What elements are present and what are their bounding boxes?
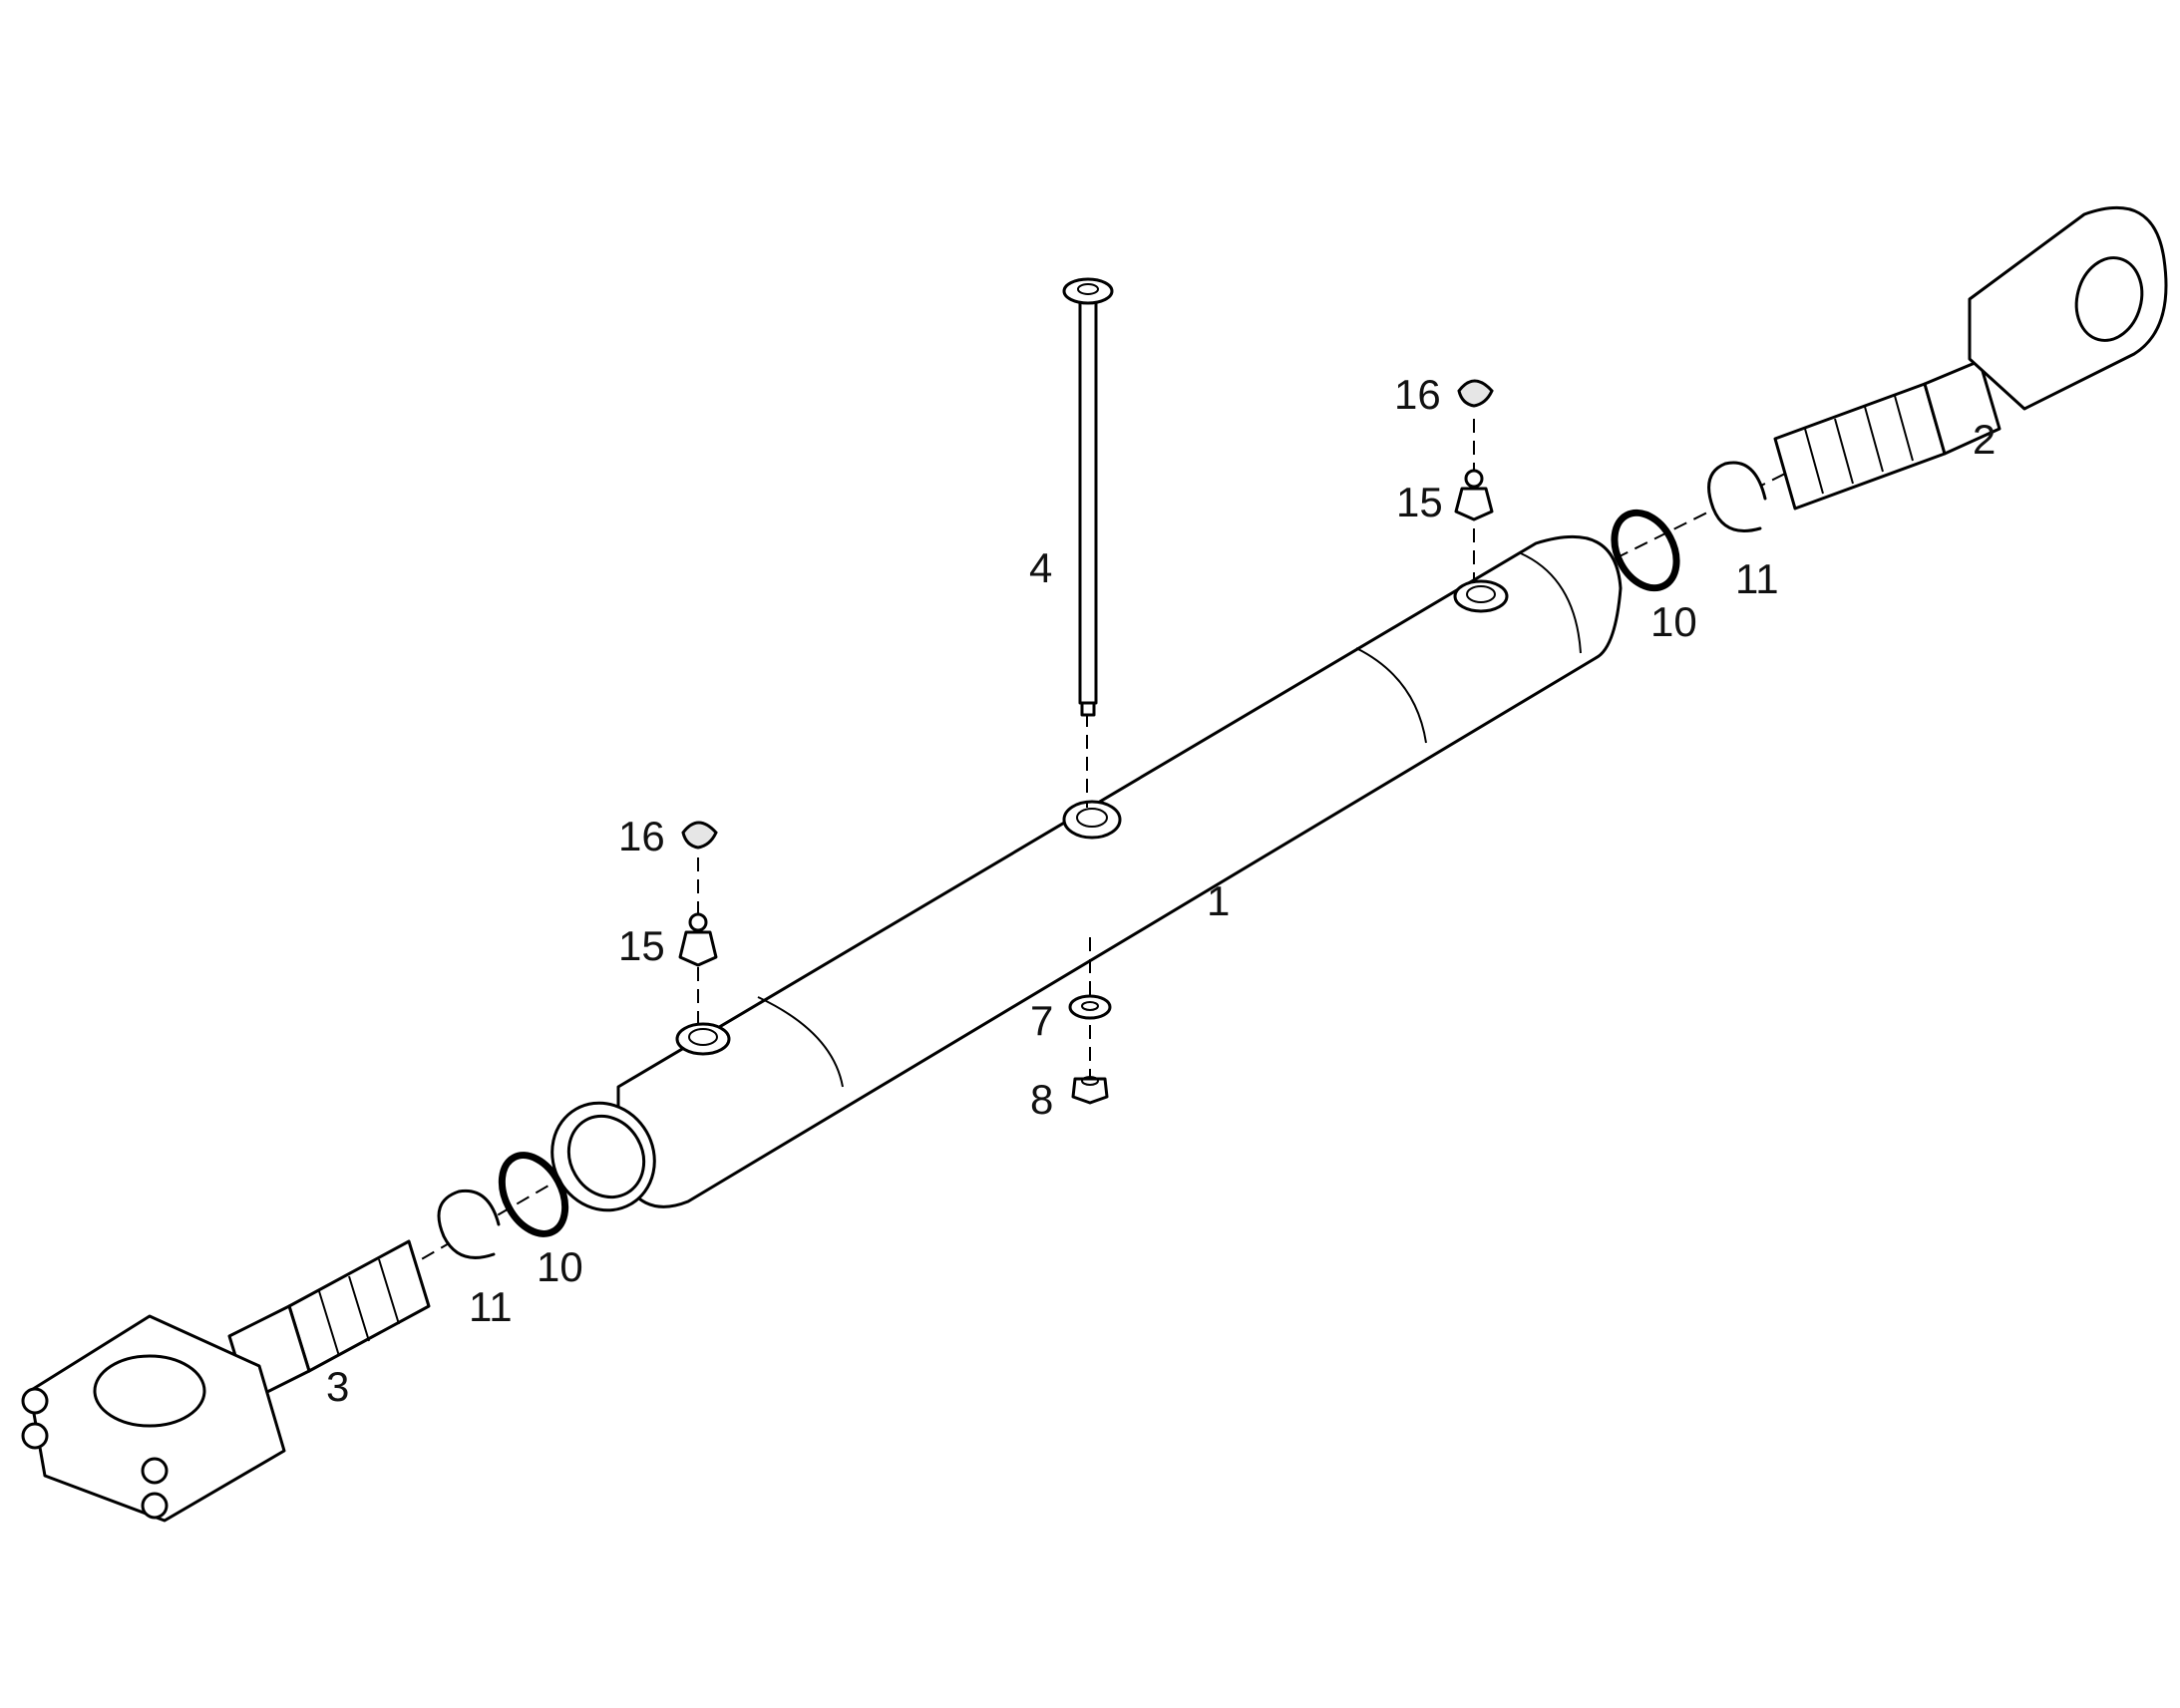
clamp-bolt-3	[141, 1457, 169, 1485]
grease-cap-right	[1457, 379, 1494, 408]
callout-8: 8	[1030, 1076, 1053, 1123]
washer-hole	[1081, 1001, 1099, 1011]
eye-end-thread	[1773, 382, 1947, 511]
grease-fitting-left	[678, 930, 718, 967]
clamp-bolt-4	[141, 1492, 169, 1520]
seal-ring-right	[1611, 509, 1680, 592]
clamp-bolt-1	[21, 1387, 49, 1415]
callout-16-left: 16	[618, 813, 665, 859]
port-right	[1453, 579, 1509, 613]
nut	[1071, 1077, 1109, 1105]
pin-head	[1062, 277, 1114, 305]
clamp-end-bore	[93, 1354, 206, 1428]
eye-end-bore	[2074, 256, 2144, 342]
pin-tip	[1080, 701, 1096, 717]
pin-boss	[1062, 800, 1122, 840]
callout-11-left: 11	[469, 1283, 513, 1330]
pin-boss-hole	[1076, 808, 1108, 828]
callout-15-left: 15	[618, 922, 665, 969]
eye-end	[1773, 205, 2168, 511]
callout-16-right: 16	[1394, 371, 1441, 418]
callout-11-right: 11	[1735, 555, 1779, 602]
nut-hole	[1081, 1076, 1099, 1086]
clamp-end-thread-lines	[318, 1258, 400, 1357]
eye-end-thread-lines	[1804, 395, 1914, 495]
tube-band-3	[1520, 552, 1582, 654]
snap-ring-left	[437, 1189, 501, 1259]
grease-fitting-left-ball	[688, 912, 708, 932]
port-left-hole	[688, 1028, 718, 1046]
tube-body	[616, 534, 1623, 1208]
callout-3: 3	[326, 1363, 349, 1410]
grease-cap-left	[681, 821, 718, 850]
port-right-hole	[1466, 585, 1496, 603]
grease-fitting-right-ball	[1464, 469, 1484, 489]
seal-ring-left	[498, 1152, 569, 1237]
pin	[1062, 277, 1114, 808]
callout-10-right: 10	[1650, 598, 1697, 645]
clamp-bolt-2	[21, 1422, 49, 1450]
callout-4: 4	[1029, 544, 1052, 591]
pin-shaft	[1078, 297, 1098, 705]
grease-fitting-right	[1454, 487, 1494, 521]
tube-end-left-inner	[566, 1114, 646, 1199]
assembly-axis-left	[288, 1156, 599, 1337]
washer	[1068, 994, 1112, 1020]
clamp-end	[21, 1239, 431, 1523]
callout-7: 7	[1030, 997, 1053, 1044]
callout-1: 1	[1207, 877, 1230, 924]
callout-2: 2	[1973, 416, 1996, 463]
port-left	[675, 1022, 731, 1056]
callout-15-right: 15	[1396, 479, 1443, 525]
tube-band-2	[1355, 647, 1427, 744]
eye-end-neck	[1923, 359, 2001, 456]
tube-band-1	[757, 996, 844, 1088]
callout-10-left: 10	[537, 1243, 583, 1290]
snap-ring-right	[1707, 461, 1767, 532]
main-tube	[550, 534, 1623, 1212]
pin-head-inner	[1077, 283, 1099, 295]
